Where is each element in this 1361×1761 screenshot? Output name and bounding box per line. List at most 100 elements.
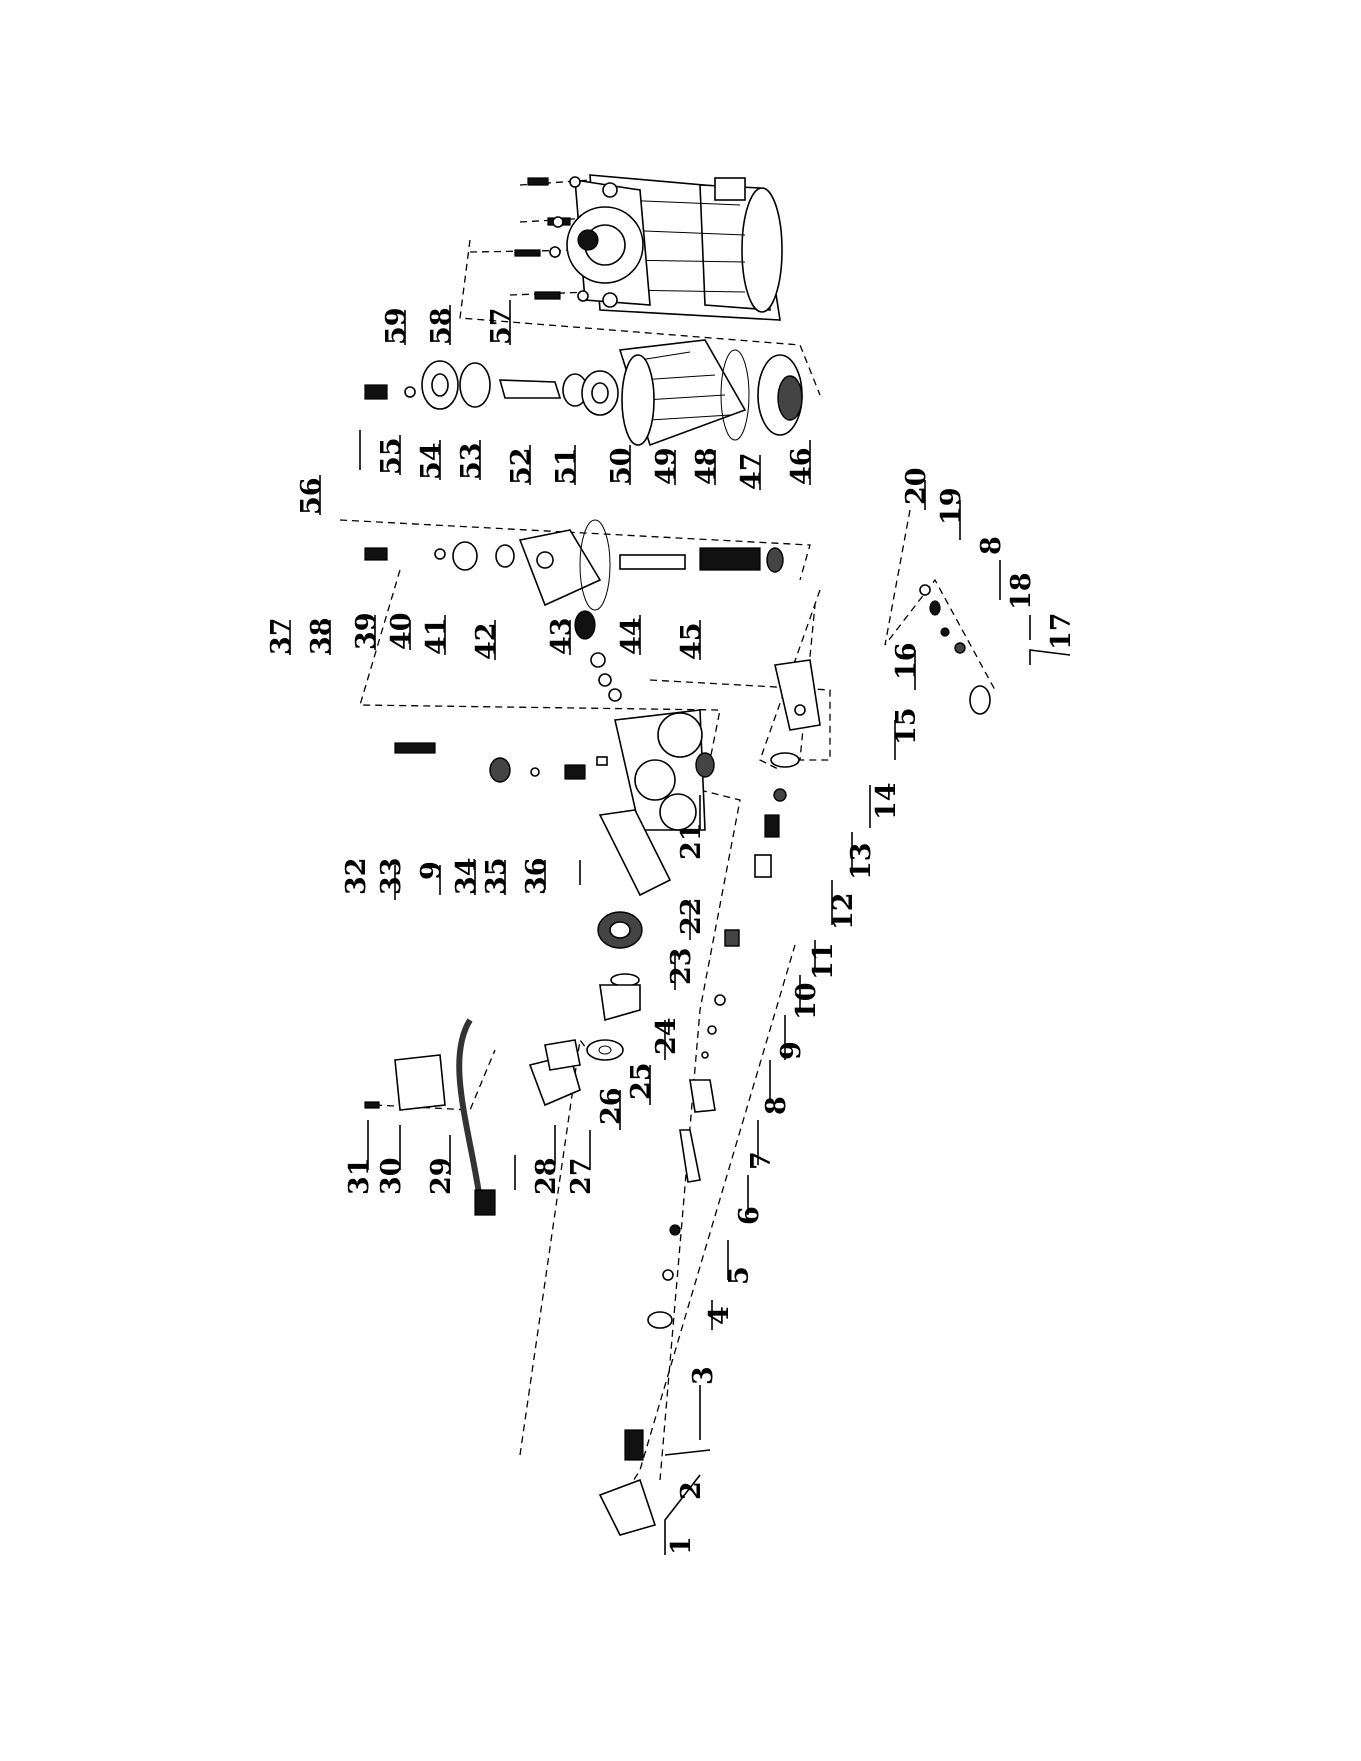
callout-14: 14	[871, 782, 902, 820]
crankcase-row	[365, 340, 802, 445]
callout-17: 17	[1046, 612, 1077, 650]
callout-33: 33	[376, 857, 407, 895]
callout-27: 27	[566, 1157, 597, 1195]
callout-50: 50	[606, 447, 637, 485]
callout-12: 12	[828, 892, 859, 930]
callout-29: 29	[426, 1157, 457, 1195]
part-12	[755, 855, 771, 877]
callout-8a: 8	[761, 1096, 792, 1115]
part-52	[500, 380, 560, 398]
screw-58b	[515, 247, 560, 257]
part-41	[520, 530, 600, 605]
callout-47: 47	[736, 452, 767, 490]
part-8b	[941, 628, 949, 636]
part-23	[598, 912, 642, 948]
callout-35: 35	[481, 857, 512, 895]
part-32	[395, 743, 435, 753]
callout-55: 55	[376, 437, 407, 475]
callout-22: 22	[676, 897, 707, 935]
part-18	[955, 643, 965, 653]
callout-43: 43	[546, 617, 577, 655]
callout-19: 19	[936, 487, 967, 525]
callout-15: 15	[891, 707, 922, 745]
valve-stack	[575, 611, 621, 701]
part-11	[725, 930, 739, 946]
part-56	[365, 385, 387, 399]
part-2	[625, 1430, 643, 1460]
callout-31: 31	[344, 1157, 375, 1195]
part-46	[758, 355, 802, 435]
part-1	[600, 1480, 655, 1535]
callout-41: 41	[421, 617, 452, 655]
callout-51: 51	[551, 447, 582, 485]
head-row	[365, 520, 783, 610]
part-3	[648, 1312, 672, 1328]
callout-2: 2	[676, 1481, 707, 1500]
callout-16: 16	[891, 642, 922, 680]
part-26b	[545, 1040, 580, 1070]
callout-39: 39	[351, 612, 382, 650]
part-43	[620, 555, 685, 569]
callout-18: 18	[1006, 572, 1037, 610]
part-13	[765, 815, 779, 837]
part-45	[767, 548, 783, 572]
callout-52: 52	[506, 447, 537, 485]
callout-37: 37	[266, 617, 297, 655]
part-14	[774, 789, 786, 801]
part-38	[435, 549, 445, 559]
callout-5: 5	[724, 1266, 755, 1285]
callout-59: 59	[381, 307, 412, 345]
callout-8b: 8	[976, 536, 1007, 555]
part-29	[459, 1020, 480, 1200]
part-5	[670, 1225, 680, 1235]
callout-49: 49	[651, 447, 682, 485]
callout-7: 7	[746, 1151, 777, 1170]
callout-48: 48	[691, 447, 722, 485]
part-30	[395, 1055, 445, 1110]
part-15	[771, 753, 799, 767]
callout-13: 13	[846, 842, 877, 880]
callout-24: 24	[651, 1017, 682, 1055]
callout-10: 10	[791, 982, 822, 1020]
part-36	[597, 757, 607, 765]
part-31	[365, 1102, 379, 1108]
part-39	[453, 542, 477, 570]
callout-11: 11	[808, 942, 839, 980]
part-55	[405, 387, 415, 397]
part-21	[696, 753, 714, 777]
part-9a	[708, 1026, 716, 1034]
part-17	[970, 686, 990, 714]
part-8a	[702, 1052, 708, 1058]
callout-58: 58	[426, 307, 457, 345]
motor-assembly	[567, 175, 782, 320]
callout-25: 25	[626, 1062, 657, 1100]
callout-20: 20	[901, 467, 932, 505]
part-19	[930, 601, 940, 615]
callout-32: 32	[341, 857, 372, 895]
callout-36: 36	[521, 857, 552, 895]
callout-23: 23	[666, 947, 697, 985]
callout-42: 42	[471, 622, 502, 660]
callout-28: 28	[531, 1157, 562, 1195]
callout-9a: 9	[776, 1041, 807, 1060]
screw-59	[528, 177, 580, 187]
callout-1: 1	[666, 1536, 697, 1555]
part-26	[587, 1040, 623, 1060]
part-40	[496, 545, 514, 567]
unloader-assembly	[771, 585, 990, 767]
part-25	[600, 985, 640, 1020]
part-37	[365, 548, 387, 560]
screw-58	[548, 217, 570, 227]
callout-56: 56	[296, 477, 327, 515]
callout-21: 21	[676, 822, 707, 860]
callout-6: 6	[734, 1206, 765, 1225]
callout-54: 54	[416, 442, 447, 480]
callout-57: 57	[486, 307, 517, 345]
callout-3: 3	[688, 1366, 719, 1385]
callout-46: 46	[786, 447, 817, 485]
part-4	[663, 1270, 673, 1280]
part-6	[680, 1130, 700, 1182]
callout-9b: 9	[416, 861, 447, 880]
part-20	[920, 585, 930, 595]
